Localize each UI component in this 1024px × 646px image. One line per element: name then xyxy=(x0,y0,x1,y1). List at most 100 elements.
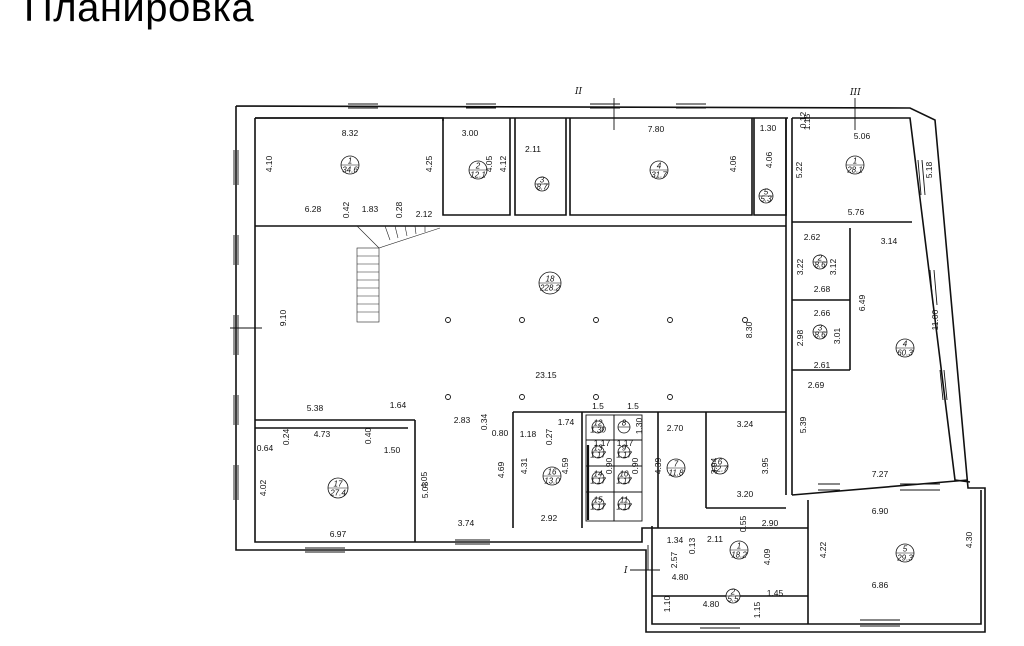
dimension-label: 2.12 xyxy=(416,209,433,219)
room-number: 11 xyxy=(620,496,628,505)
room-area: 1.17 xyxy=(616,503,632,512)
dimension-label: 0.13 xyxy=(687,537,697,554)
dimension-label: 6.49 xyxy=(857,294,867,311)
room-area: 13.0 xyxy=(544,477,560,486)
dimension-label: 9.10 xyxy=(278,309,288,326)
dimension-label: 4.09 xyxy=(762,548,772,565)
room-number: 14 xyxy=(594,470,603,479)
room-area: 27.4 xyxy=(329,489,346,498)
dimension-label: 5.39 xyxy=(798,416,808,433)
dimension-label: 23.15 xyxy=(535,370,557,380)
dimension-label: 2.66 xyxy=(814,308,831,318)
room-area: 5.3 xyxy=(760,195,772,204)
dimension-label: 4.06 xyxy=(764,151,774,168)
dimension-label: 0.40 xyxy=(363,427,373,444)
dimension-label: 4.05 xyxy=(419,471,429,488)
dimension-label: 1.15 xyxy=(752,601,762,618)
room-number: 7 xyxy=(674,460,679,469)
room-area: 5.5 xyxy=(727,595,739,604)
axis-label-top-iii: III xyxy=(849,88,861,98)
room-number: 9 xyxy=(622,444,627,453)
dimension-label: 0.64 xyxy=(257,443,274,453)
dimension-label: 0.27 xyxy=(544,428,554,445)
dimension-label: 0.28 xyxy=(394,201,404,218)
dimension-label: 4.31 xyxy=(519,457,529,474)
axis-lines xyxy=(230,98,856,571)
dimension-label: 11.00 xyxy=(930,309,940,330)
dimension-label: 3.01 xyxy=(832,327,842,344)
room-number: 18 xyxy=(546,275,555,284)
dimension-label: 5.22 xyxy=(794,161,804,178)
dimension-label: 7.80 xyxy=(648,124,665,134)
dimension-label: 4.69 xyxy=(496,461,506,478)
room-number: 1 xyxy=(737,542,741,551)
dimension-label: 4.39 xyxy=(653,457,663,474)
dimension-label: 0.42 xyxy=(341,201,351,218)
room-number: 17 xyxy=(334,480,343,489)
dimension-label: 8.32 xyxy=(342,128,359,138)
room-number: 2 xyxy=(817,254,823,263)
room-area: 31.7 xyxy=(651,171,667,180)
dimension-label: 2.69 xyxy=(808,380,825,390)
dimension-label: 2.57 xyxy=(669,551,679,568)
dimension-label: 4.10 xyxy=(264,155,274,172)
room-area: 8.6 xyxy=(814,331,826,340)
dimension-label: 4.06 xyxy=(728,155,738,172)
dimension-label: 4.02 xyxy=(258,479,268,496)
dimension-label: 5.06 xyxy=(854,131,871,141)
dimension-label: 5.76 xyxy=(848,207,865,217)
dimension-label: 5.03 xyxy=(420,481,430,498)
dimension-label: 3.22 xyxy=(795,258,805,275)
dimension-label: 1.30 xyxy=(634,417,644,434)
dimension-label: 1.10 xyxy=(662,595,672,612)
dimension-label: 1.15 xyxy=(802,113,812,130)
columns xyxy=(445,317,748,400)
room-number: 15 xyxy=(594,496,603,505)
room-area: 1.17 xyxy=(590,503,606,512)
dimension-label: 5.18 xyxy=(924,161,934,178)
dimension-label: 1.30 xyxy=(760,123,777,133)
room-area: 1.17 xyxy=(616,451,632,460)
room-number: 8 xyxy=(622,419,627,428)
room-number: 4 xyxy=(657,162,662,171)
dimension-label: 4.73 xyxy=(314,429,331,439)
dimension-label: 2.83 xyxy=(454,415,471,425)
room-number: 10 xyxy=(620,470,629,479)
room-number: 13 xyxy=(594,444,603,453)
room-area: 12.1 xyxy=(470,171,486,180)
dimension-label: 0.80 xyxy=(492,428,509,438)
room-area: 34.6 xyxy=(342,166,358,175)
room-number: 3 xyxy=(818,324,823,333)
dimension-label: 0.24 xyxy=(281,428,291,445)
room-area: 28.1 xyxy=(846,166,863,175)
dimension-label: 0.12 xyxy=(798,111,808,128)
room-area: 1.17 xyxy=(590,451,606,460)
dimension-label: 3.20 xyxy=(737,489,754,499)
room-area: 29.3 xyxy=(896,554,913,563)
room-area: 1.17 xyxy=(616,477,632,486)
room-area: 60.3 xyxy=(897,349,913,358)
room-number: 3 xyxy=(540,176,545,185)
dimension-label: 2.61 xyxy=(814,360,831,370)
dimension-label: 0.55 xyxy=(738,515,748,532)
dimension-label: 6.90 xyxy=(872,506,889,516)
room-number: 6 xyxy=(718,458,723,467)
room-number: 5 xyxy=(903,545,908,554)
room-area: 18.2 xyxy=(731,551,747,560)
dimension-label: 0.90 xyxy=(630,457,640,474)
dimension-label: 1.83 xyxy=(362,204,379,214)
room-area: 228.2 xyxy=(539,284,561,293)
room-area: 11.8 xyxy=(669,469,685,478)
axis-label-top-ii: II xyxy=(574,87,583,97)
room-area: 8.6 xyxy=(814,261,826,270)
dimension-label: 4.59 xyxy=(560,457,570,474)
dimension-label: 1.17 xyxy=(594,438,611,448)
dimension-label: 1.5 xyxy=(592,401,604,411)
stairs xyxy=(356,225,441,323)
dimension-label: 1.50 xyxy=(384,445,401,455)
dimension-label: 2.70 xyxy=(667,423,684,433)
inner-partitions xyxy=(255,118,969,624)
dimension-label: 2.62 xyxy=(804,232,821,242)
